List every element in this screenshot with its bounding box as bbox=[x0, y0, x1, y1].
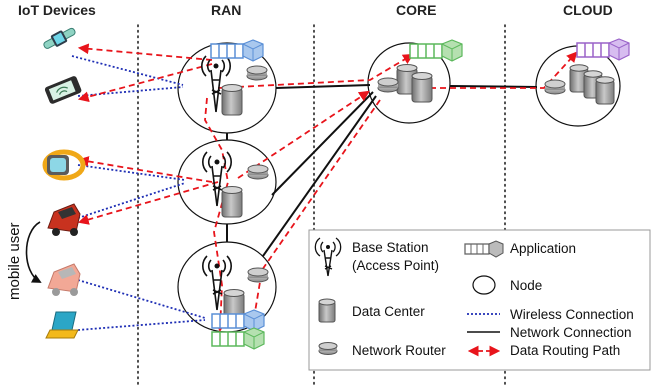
header-ran: RAN bbox=[211, 2, 241, 18]
legend-node-label: Node bbox=[510, 278, 542, 293]
iot-devices bbox=[25, 27, 86, 339]
header-iot-devices: IoT Devices bbox=[18, 2, 96, 18]
header-cloud: CLOUD bbox=[563, 2, 613, 18]
legend-network-label: Network Connection bbox=[510, 325, 632, 340]
legend-data-center-label: Data Center bbox=[352, 304, 425, 319]
legend-data-center-icon bbox=[318, 298, 336, 323]
legend-wireless-label: Wireless Connection bbox=[510, 307, 634, 322]
routing-paths bbox=[77, 43, 578, 333]
network-router-icon bbox=[544, 79, 566, 95]
car-faded-icon bbox=[47, 263, 81, 296]
mobility-arrow bbox=[25, 221, 42, 283]
application-icon-ran bbox=[211, 309, 265, 332]
data-center-icon bbox=[411, 72, 433, 103]
base-station-icon bbox=[202, 255, 232, 311]
application-icon-ran bbox=[210, 39, 264, 62]
base-station-icon bbox=[201, 55, 231, 113]
core-node bbox=[377, 39, 463, 103]
ran-node-3 bbox=[202, 255, 269, 350]
network-connections bbox=[226, 84, 538, 257]
smart-band-icon bbox=[43, 27, 76, 49]
network-router-icon bbox=[246, 65, 268, 81]
side-label-mobile-user: mobile user bbox=[6, 222, 23, 300]
legend-router-icon bbox=[318, 342, 338, 355]
legend-application-label: Application bbox=[510, 241, 576, 256]
vr-headset-icon bbox=[42, 149, 86, 181]
ran-node-2 bbox=[202, 151, 269, 218]
legend-base-station-label-1: Base Station bbox=[352, 240, 429, 255]
legend-application-icon bbox=[464, 240, 504, 258]
ran-node-1 bbox=[201, 39, 268, 116]
application-icon-core bbox=[409, 39, 463, 62]
application-icon-cloud bbox=[576, 38, 630, 61]
legend-base-station-label-2: (Access Point) bbox=[352, 258, 439, 273]
smartphone-icon bbox=[44, 76, 82, 104]
application-icon-core bbox=[211, 327, 265, 350]
legend: Base Station (Access Point) Application … bbox=[308, 229, 651, 371]
header-core: CORE bbox=[396, 2, 436, 18]
data-center-icon bbox=[221, 84, 243, 116]
data-center-icon bbox=[595, 76, 615, 105]
base-station-icon bbox=[202, 151, 232, 207]
network-router-icon bbox=[247, 267, 269, 283]
network-router-icon bbox=[377, 77, 399, 93]
legend-router-label: Network Router bbox=[352, 343, 446, 358]
data-center-icon bbox=[221, 186, 243, 218]
car-red-icon bbox=[47, 203, 81, 236]
legend-routing-label: Data Routing Path bbox=[510, 343, 620, 358]
node-core bbox=[367, 42, 451, 124]
laptop-icon bbox=[45, 311, 79, 339]
network-router-icon bbox=[247, 164, 269, 180]
legend-node-icon bbox=[472, 275, 496, 295]
cloud-node bbox=[544, 38, 630, 105]
legend-base-station-icon bbox=[314, 237, 342, 277]
